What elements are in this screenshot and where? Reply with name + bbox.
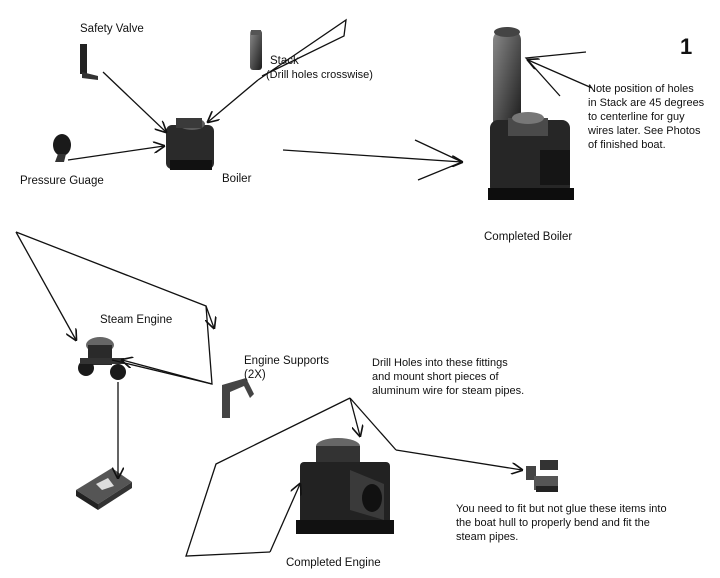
note-line: to centerline for guy [588,111,685,123]
note-line: wires later. See Photos [588,125,701,137]
label-boiler: Boiler [222,173,252,185]
note-line: aluminum wire for steam pipes. [372,385,525,397]
arrow-to-completed-boiler [282,149,462,162]
note-line: Note position of holes [588,83,694,95]
stack-part [250,30,262,70]
stack-note-callout [524,51,587,97]
note-line: You need to fit but not glue these items… [456,503,667,515]
note-line: and mount short pieces of [372,371,499,383]
arrows [15,18,593,557]
note-stack-holes: Note position of holes in Stack are 45 d… [588,82,704,152]
note-fit-not-glue: You need to fit but not glue these items… [456,502,667,544]
safety-valve-part [80,44,98,80]
label-completed-engine: Completed Engine [286,557,381,569]
note-line: in Stack are 45 degrees [588,97,705,109]
label-engine-supports-qty: (2X) [244,369,266,381]
completed-boiler-part [488,27,574,200]
boiler-part [166,118,214,170]
drill-callout-right [349,397,397,451]
label-engine-supports: Engine Supports [244,355,330,367]
note-line: of finished boat. [588,139,666,151]
stack-callout [257,18,347,81]
label-safety-valve: Safety Valve [80,23,144,35]
pressure-gauge-part [53,134,71,162]
arrow-supports-up [206,305,214,328]
label-completed-boiler: Completed Boiler [484,231,573,243]
note-line: Drill Holes into these fittings [372,357,508,369]
arrow-pressure-gauge [67,146,164,161]
steam-engine-part [78,337,126,380]
arrow-stack [208,79,259,122]
note-line: steam pipes. [456,531,519,543]
arrow-steam-engine-1 [15,231,76,340]
arrow-note-stack [528,60,593,89]
page-number: 1 [680,34,693,59]
label-steam-engine: Steam Engine [100,314,173,326]
arrow-head-large [414,139,464,181]
label-pressure-gauge: Pressure Guage [20,175,104,187]
label-stack-note: (Drill holes crosswise) [266,69,373,81]
support-callout [15,231,213,385]
arrow-safety-valve [102,71,166,132]
arrow-drill-fittings [395,449,522,470]
engine-base-part [76,468,132,510]
note-line: the boat hull to properly bend and fit t… [456,517,650,529]
arrow-completed-engine [269,484,300,553]
drill-callout-left [185,397,351,557]
completed-engine-part [296,438,394,534]
label-stack: Stack [270,55,299,67]
arrow-supports [122,360,213,385]
fittings-part [526,460,558,492]
note-drill-holes: Drill Holes into these fittings and moun… [372,356,524,398]
arrow-drill-engine [349,397,360,436]
engine-supports-part [222,378,254,418]
